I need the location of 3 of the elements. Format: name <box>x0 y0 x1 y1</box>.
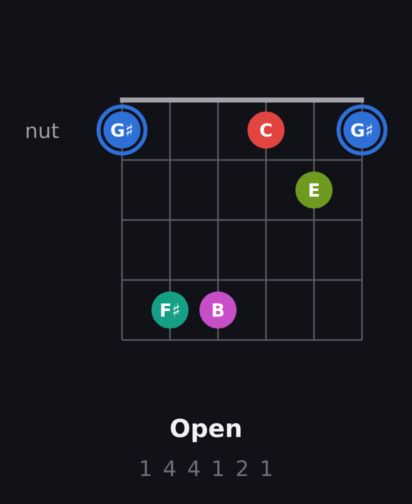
chord-title: Open <box>170 418 241 442</box>
fingering-numbers: 1 4 4 1 2 1 <box>141 460 272 476</box>
nut-label: nut <box>26 124 59 138</box>
